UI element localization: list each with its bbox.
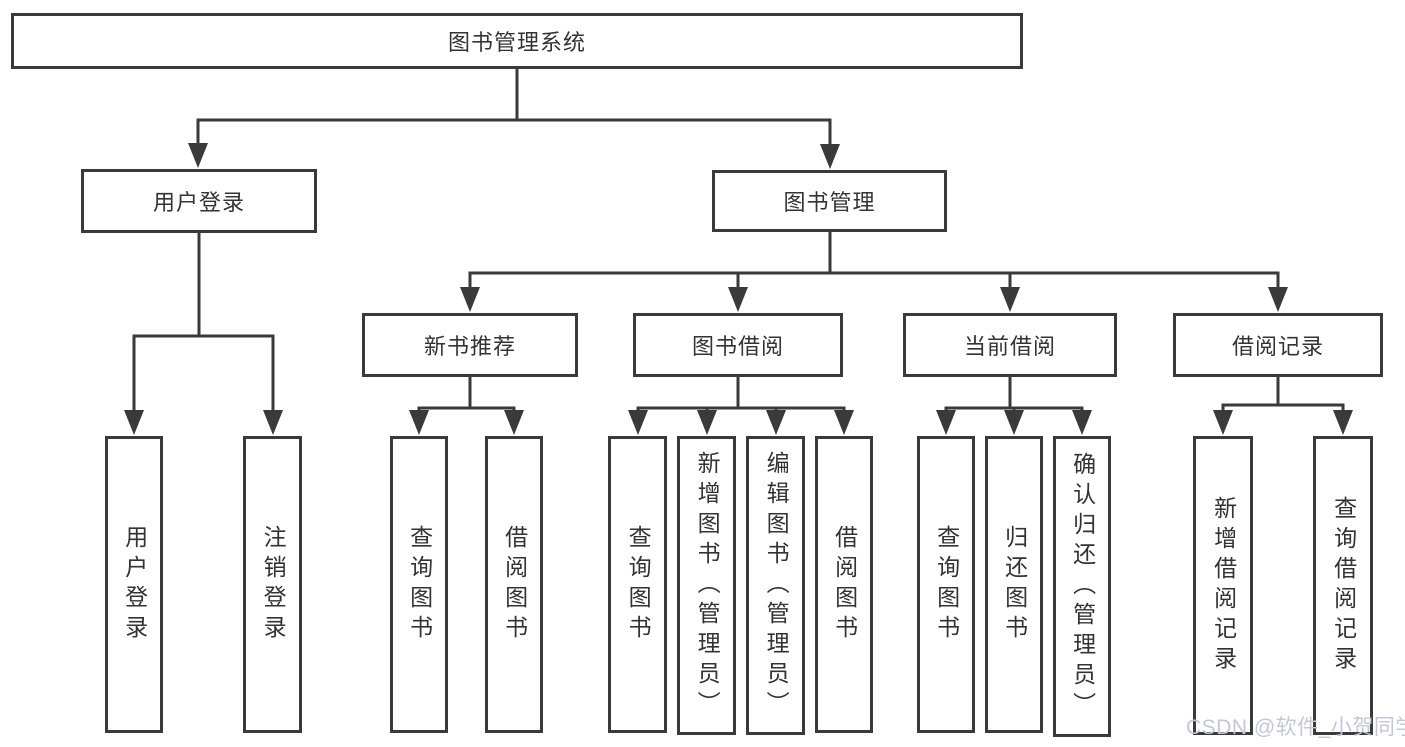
leaf-bb-borrow-label: 借阅图书 bbox=[831, 524, 858, 645]
node-current-borrow: 当前借阅 bbox=[903, 313, 1117, 377]
arrowheads bbox=[124, 143, 1353, 435]
node-new-book-rec: 新书推荐 bbox=[362, 313, 578, 377]
node-book-mgmt: 图书管理 bbox=[712, 170, 947, 232]
leaf-cb-query: 查询图书 bbox=[917, 436, 975, 733]
node-root: 图书管理系统 bbox=[11, 13, 1023, 69]
leaf-logout-label: 注销登录 bbox=[260, 524, 287, 645]
leaf-br-query: 查询借阅记录 bbox=[1313, 436, 1373, 735]
leaf-rec-query-label: 查询图书 bbox=[406, 524, 433, 645]
leaf-cb-confirm: 确认归还（管理员） bbox=[1053, 436, 1111, 737]
node-user-login-label: 用户登录 bbox=[152, 190, 245, 215]
leaf-bb-query-label: 查询图书 bbox=[625, 524, 652, 645]
node-book-mgmt-label: 图书管理 bbox=[783, 190, 876, 215]
leaf-bb-edit-label: 编辑图书（管理员） bbox=[763, 450, 790, 721]
leaf-cb-return: 归还图书 bbox=[985, 436, 1043, 733]
leaf-br-query-label: 查询借阅记录 bbox=[1330, 495, 1357, 676]
node-book-borrow: 图书借阅 bbox=[633, 313, 843, 377]
watermark-text: CSDN @软件_小贺同学 bbox=[1186, 716, 1405, 739]
leaf-br-add: 新增借阅记录 bbox=[1193, 436, 1253, 735]
leaf-rec-borrow: 借阅图书 bbox=[485, 436, 543, 733]
leaf-br-add-label: 新增借阅记录 bbox=[1210, 495, 1237, 676]
leaf-cb-confirm-label: 确认归还（管理员） bbox=[1069, 451, 1096, 722]
leaf-login: 用户登录 bbox=[105, 436, 163, 733]
leaf-rec-query: 查询图书 bbox=[390, 436, 448, 733]
node-user-login: 用户登录 bbox=[81, 169, 317, 233]
leaf-bb-borrow: 借阅图书 bbox=[815, 436, 873, 733]
node-new-book-rec-label: 新书推荐 bbox=[423, 334, 516, 359]
node-book-borrow-label: 图书借阅 bbox=[691, 334, 784, 359]
leaf-logout: 注销登录 bbox=[243, 436, 302, 733]
leaf-bb-query: 查询图书 bbox=[608, 436, 667, 733]
leaf-bb-add-label: 新增图书（管理员） bbox=[694, 450, 721, 721]
node-root-label: 图书管理系统 bbox=[447, 30, 586, 55]
node-borrow-records-label: 借阅记录 bbox=[1231, 334, 1324, 359]
leaf-cb-return-label: 归还图书 bbox=[1001, 524, 1028, 645]
leaf-bb-add: 新增图书（管理员） bbox=[677, 436, 736, 735]
leaf-cb-query-label: 查询图书 bbox=[933, 524, 960, 645]
node-borrow-records: 借阅记录 bbox=[1173, 313, 1383, 377]
node-current-borrow-label: 当前借阅 bbox=[963, 334, 1056, 359]
leaf-rec-borrow-label: 借阅图书 bbox=[501, 524, 528, 645]
leaf-login-label: 用户登录 bbox=[121, 524, 148, 645]
leaf-bb-edit: 编辑图书（管理员） bbox=[746, 436, 805, 735]
